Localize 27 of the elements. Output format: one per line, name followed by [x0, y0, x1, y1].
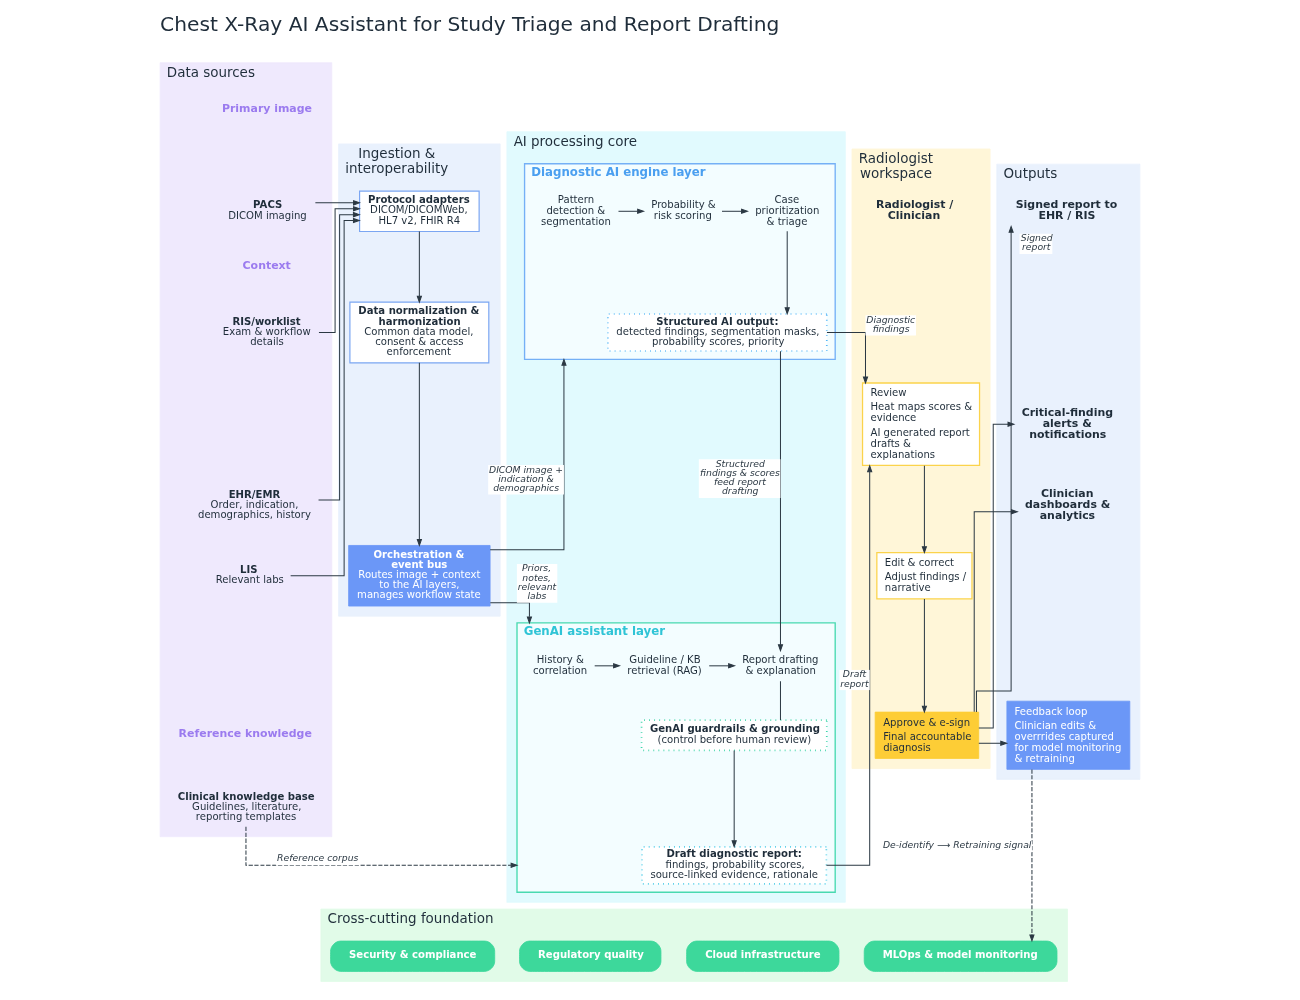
- node-text: Case prioritization & triage: [755, 193, 820, 227]
- edge-label: Reference corpus: [277, 851, 359, 863]
- edge-label: Priors, notes, relevant labs: [517, 562, 557, 602]
- node-text: Guideline / KB retrieval (RAG): [627, 653, 702, 676]
- node-text: Signed report to EHR / RIS: [1015, 198, 1118, 223]
- label: Primary image: [221, 101, 313, 115]
- node-text: Report drafting & explanation: [742, 653, 819, 676]
- edge-label: De-identify ⟶ Retraining signal: [882, 838, 1032, 850]
- node-text: LIS Relevant labs: [215, 563, 284, 585]
- edge-label: Structured findings & scores feed report drafting: [700, 457, 780, 497]
- node-text: Clinical knowledge base Guidelines, literature, reporting templates: [177, 791, 315, 823]
- node-text: EHR/EMR Order, indication, demographics, history: [197, 488, 311, 520]
- edge-label: Draft report: [840, 668, 869, 689]
- label: Context: [242, 258, 291, 272]
- node-text: Radiologist / Clinician: [876, 198, 954, 223]
- node-text: Pattern detection & segmentation: [540, 193, 611, 227]
- diagram-title: Chest X-Ray AI Assistant for Study Triage and Report Drafting: [160, 12, 780, 37]
- edge-label: Diagnostic findings: [866, 313, 916, 334]
- node-text: History & correlation: [533, 653, 588, 676]
- node-text: Probability & risk scoring: [651, 199, 716, 222]
- edge-label: DICOM image + indication & demographics: [489, 463, 564, 494]
- node-text: PACS DICOM imaging: [228, 199, 307, 221]
- node-text: Clinician dashboards & analytics: [1025, 486, 1111, 522]
- node-text: RIS/worklist Exam & workflow details: [222, 315, 311, 347]
- label: Reference knowledge: [178, 727, 312, 741]
- node-text: Critical-finding alerts & notifications: [1021, 405, 1114, 441]
- edge-label: Signed report: [1020, 232, 1053, 253]
